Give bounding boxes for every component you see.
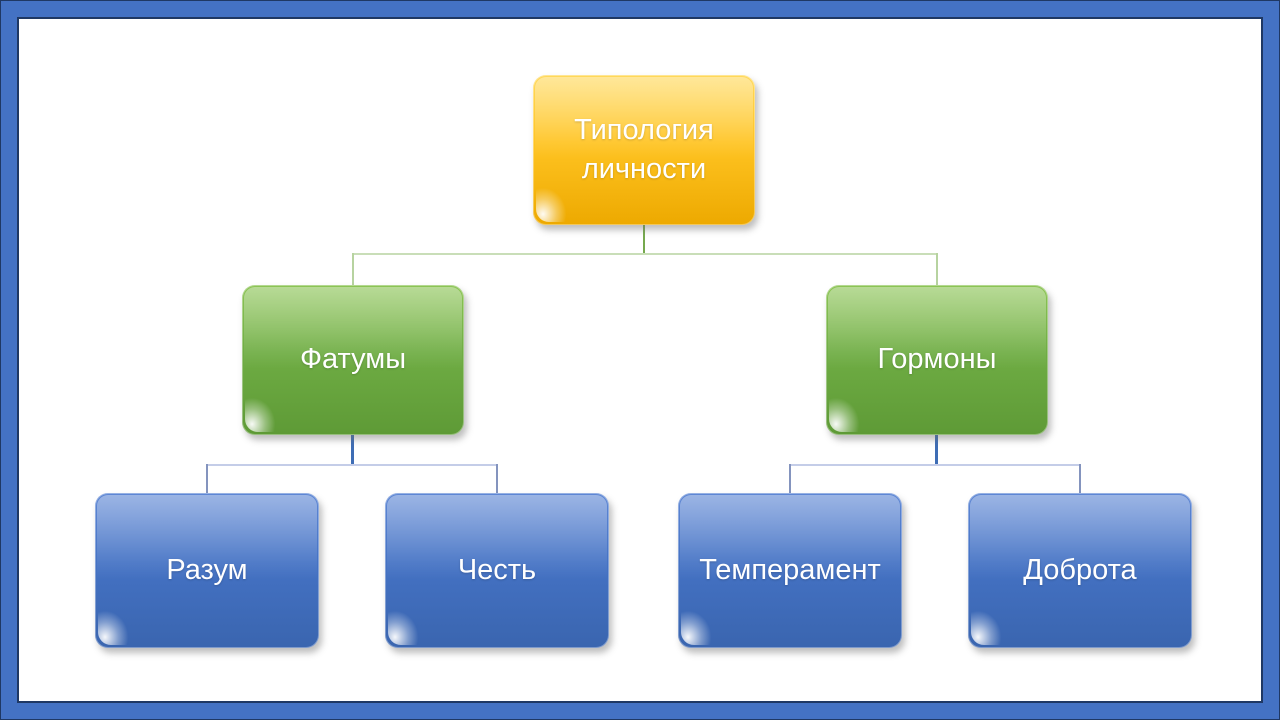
connector-left-horizontal <box>206 464 498 466</box>
connector-hormones-stem <box>935 435 938 465</box>
connector-drop-dobrota <box>1079 464 1081 493</box>
node-typology-label: Типология личности <box>574 113 714 185</box>
node-chest-label: Честь <box>457 553 537 586</box>
connector-drop-chest <box>496 464 498 493</box>
node-temperament[interactable]: Темперамент <box>678 493 902 648</box>
node-razum[interactable]: Разум <box>95 493 319 648</box>
connector-drop-hormones <box>936 253 938 285</box>
node-dobrota[interactable]: Доброта <box>968 493 1192 648</box>
connector-drop-razum <box>206 464 208 493</box>
connector-drop-temperament <box>789 464 791 493</box>
node-razum-label: Разум <box>166 553 248 586</box>
node-temperament-label: Темперамент <box>699 553 881 586</box>
connector-level2-horizontal <box>352 253 938 255</box>
connector-right-horizontal <box>789 464 1081 466</box>
node-chest[interactable]: Честь <box>385 493 609 648</box>
connector-fatums-stem <box>351 435 354 465</box>
node-hormones-label: Гормоны <box>877 343 997 376</box>
connector-drop-fatums <box>352 253 354 285</box>
node-fatums[interactable]: Фатумы <box>242 285 464 435</box>
node-dobrota-label: Доброта <box>1023 553 1137 586</box>
connector-root-stem <box>643 225 645 254</box>
node-fatums-label: Фатумы <box>299 343 407 376</box>
node-typology[interactable]: Типология личности <box>533 75 755 225</box>
node-hormones[interactable]: Гормоны <box>826 285 1048 435</box>
